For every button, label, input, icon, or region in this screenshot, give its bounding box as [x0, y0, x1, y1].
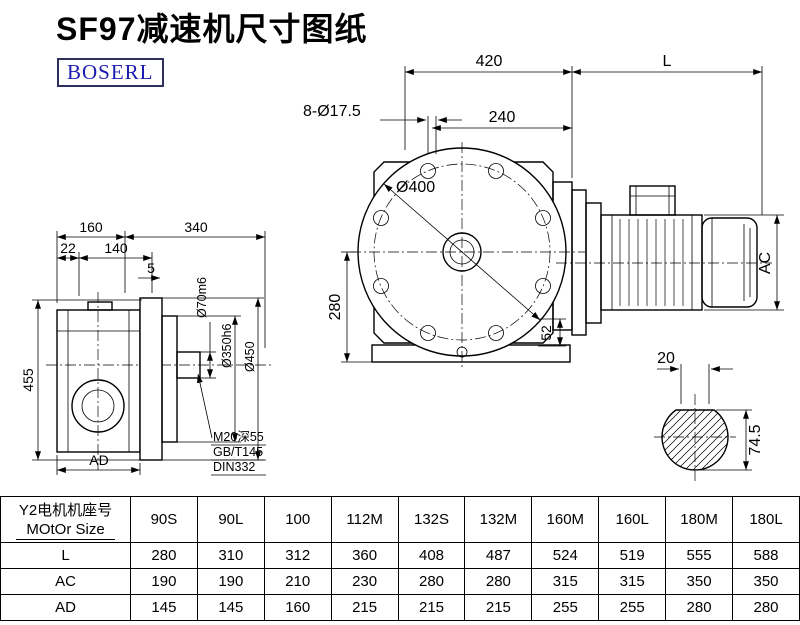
- row-label-AD: AD: [0, 594, 131, 621]
- table-cell: 519: [598, 542, 667, 569]
- dim-20-label: 20: [657, 350, 675, 367]
- dim-dia400-label: Ø400: [396, 179, 435, 196]
- dim-AD-label: AD: [89, 452, 108, 468]
- input-bore-inner-circle: [81, 389, 115, 423]
- table-cell: 190: [196, 568, 265, 595]
- table-cell: 215: [330, 594, 399, 621]
- table-cell: 315: [531, 568, 600, 595]
- table-cell: 312: [263, 542, 332, 569]
- table-cell: 487: [464, 542, 533, 569]
- dim-L-label: L: [663, 53, 672, 70]
- table-cell: 524: [531, 542, 600, 569]
- table-cell: 360: [330, 542, 399, 569]
- bolt-hole: [420, 163, 436, 179]
- dim-74-5-label: 74.5: [747, 424, 764, 455]
- row-label-L: L: [0, 542, 131, 569]
- fan-cover: [701, 217, 758, 308]
- thread-note-m20: M20深55: [213, 430, 264, 444]
- dimension-drawing: 160 340 22 140 5 455 AD: [20, 53, 784, 482]
- shaft-section-view: 20 74.5: [654, 350, 764, 482]
- table-cell: 210: [263, 568, 332, 595]
- table-cell: 145: [196, 594, 265, 621]
- size-col-header: 112M: [330, 496, 399, 543]
- thread-note-gbt145: GB/T145: [213, 445, 263, 459]
- table-cell: 555: [665, 542, 734, 569]
- terminal-box: [629, 185, 676, 216]
- housing-top-boss: [87, 301, 113, 311]
- table-cell: 310: [196, 542, 265, 569]
- table-cell: 280: [397, 568, 466, 595]
- size-col-header: 132S: [397, 496, 466, 543]
- table-cell: 315: [598, 568, 667, 595]
- table-cell: 190: [130, 568, 198, 595]
- table-cell: 280: [464, 568, 533, 595]
- brand-logo: BOSERL: [57, 58, 164, 87]
- table-cell: 350: [732, 568, 800, 595]
- size-col-header: 90S: [130, 496, 198, 543]
- dim-240-label: 240: [489, 109, 516, 126]
- dim-340-label: 340: [184, 219, 208, 235]
- output-flange-side: [139, 297, 163, 461]
- size-col-header: 160M: [531, 496, 600, 543]
- dim-52-label: 52: [538, 325, 554, 341]
- size-col-header: 180L: [732, 496, 800, 543]
- dim-455-label: 455: [20, 368, 36, 392]
- bolt-hole: [420, 325, 436, 341]
- size-col-header: 90L: [196, 496, 265, 543]
- table-cell: 255: [598, 594, 667, 621]
- motor-dimensions: AC: [704, 214, 784, 311]
- motor-view: [556, 185, 772, 336]
- motor-size-header-cell: Y2电机机座号 MOtOr Size: [0, 496, 131, 543]
- size-col-header: 180M: [665, 496, 734, 543]
- shaft-section-outline: [661, 409, 729, 471]
- table-cell: 160: [263, 594, 332, 621]
- dim-140-label: 140: [104, 240, 128, 256]
- motor-size-header-en: MOtOr Size: [16, 521, 115, 540]
- table-cell: 280: [732, 594, 800, 621]
- motor-size-table: Y2电机机座号 MOtOr Size 90S 90L 100 112M 132S…: [0, 496, 800, 621]
- table-cell: 230: [330, 568, 399, 595]
- front-view-dimensions: 420 L 240 8-Ø17.5 Ø400 280 52: [303, 53, 763, 363]
- dim-AC-label: AC: [757, 252, 774, 274]
- bolt-callout-label: 8-Ø17.5: [303, 103, 361, 120]
- side-view-dimensions: 160 340 22 140 5 455 AD: [20, 219, 266, 476]
- input-bore-circle: [71, 379, 125, 433]
- thread-note-din332: DIN332: [213, 460, 255, 474]
- table-cell: 280: [130, 542, 198, 569]
- table-cell: 408: [397, 542, 466, 569]
- table-header-row: Y2电机机座号 MOtOr Size 90S 90L 100 112M 132S…: [0, 496, 800, 543]
- table-cell: 145: [130, 594, 198, 621]
- table-row-AC: AC 190 190 210 230 280 280 315 315 350 3…: [0, 568, 800, 595]
- dim-420-label: 420: [476, 53, 503, 70]
- output-shaft: [176, 351, 201, 379]
- table-row-L: L 280 310 312 360 408 487 524 519 555 58…: [0, 542, 800, 569]
- bolt-hole: [488, 163, 504, 179]
- bolt-hole: [488, 325, 504, 341]
- motor-adapter: [571, 189, 587, 336]
- table-cell: 215: [464, 594, 533, 621]
- dim-160-label: 160: [79, 219, 103, 235]
- flange-spigot: [161, 315, 178, 443]
- dim-22-label: 22: [60, 240, 76, 256]
- table-cell: 255: [531, 594, 600, 621]
- table-row-AD: AD 145 145 160 215 215 215 255 255 280 2…: [0, 594, 800, 621]
- page-title: SF97减速机尺寸图纸: [56, 11, 368, 47]
- dim-dia70-label: Ø70m6: [195, 277, 209, 318]
- size-col-header: 160L: [598, 496, 667, 543]
- motor-body: [600, 214, 703, 311]
- table-cell: 588: [732, 542, 800, 569]
- size-col-header: 132M: [464, 496, 533, 543]
- table-cell: 280: [665, 594, 734, 621]
- table-cell: 350: [665, 568, 734, 595]
- dim-dia350-label: Ø350h6: [220, 323, 234, 368]
- motor-size-header-cn: Y2电机机座号: [18, 502, 113, 519]
- table-cell: 215: [397, 594, 466, 621]
- dim-280-label: 280: [327, 294, 344, 321]
- dim-5-label: 5: [147, 260, 155, 276]
- dim-dia450-label: Ø450: [243, 341, 257, 372]
- size-col-header: 100: [263, 496, 332, 543]
- side-view: [46, 292, 272, 470]
- row-label-AC: AC: [0, 568, 131, 595]
